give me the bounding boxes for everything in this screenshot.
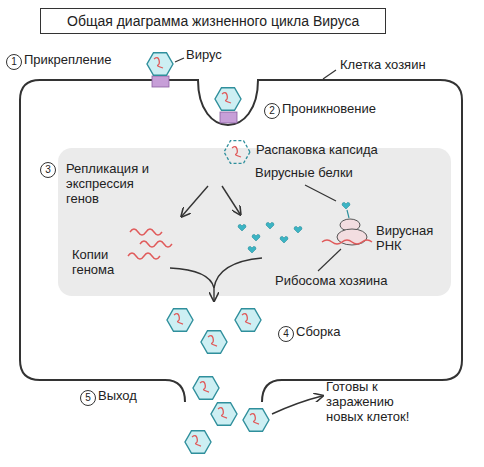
step-label: Прикрепление xyxy=(24,53,112,68)
step-label: Выход xyxy=(98,389,137,404)
callout-number: 5 xyxy=(80,390,96,406)
uncoated-capsid xyxy=(224,141,250,164)
step-text: Репликация и экспрессия генов xyxy=(66,162,166,207)
virus xyxy=(211,403,237,426)
leader-line xyxy=(318,249,341,271)
arrow xyxy=(213,286,214,300)
virus xyxy=(235,309,261,332)
part-label: Вирус xyxy=(186,48,222,63)
viral-proteins xyxy=(238,202,350,253)
part-label: Клетка хозяин xyxy=(340,58,426,73)
virus xyxy=(167,309,193,332)
virus xyxy=(193,377,219,400)
part-label: Копии генома xyxy=(72,248,134,278)
host-cell-membrane xyxy=(20,80,462,402)
receptor xyxy=(220,112,237,123)
leader-line xyxy=(175,58,184,62)
cytoplasm-band xyxy=(58,148,451,296)
receptor xyxy=(152,76,169,87)
callout-number: 1 xyxy=(6,54,22,70)
virus xyxy=(185,431,211,454)
virus xyxy=(201,331,227,354)
title-box: Общая диаграмма жизненного цикла Вируса xyxy=(40,8,386,34)
step-label: Сборка xyxy=(296,325,341,340)
genome-copies xyxy=(128,229,172,259)
merge-lines xyxy=(170,258,262,288)
arrow xyxy=(222,186,240,214)
nascent-chain xyxy=(347,210,349,218)
viral-rna xyxy=(322,240,372,244)
callout-number: 4 xyxy=(278,326,294,342)
arrow xyxy=(182,186,208,216)
leader-line xyxy=(305,185,336,201)
callout-number: 2 xyxy=(264,103,280,119)
virus xyxy=(243,409,269,432)
part-label: Рибосома хозяина xyxy=(275,274,387,289)
note: Готовы к заражению новых клеток! xyxy=(326,380,430,425)
cytoplasm-band: Репликация и экспрессия генов Вирусные бе… xyxy=(58,148,451,296)
leader-line xyxy=(323,70,336,79)
part-label: Вирусные белки xyxy=(255,166,353,181)
part-label: Вирусная РНК xyxy=(376,224,446,254)
virus xyxy=(147,53,173,76)
callout-number: 3 xyxy=(40,162,56,178)
step-label: Проникновение xyxy=(282,102,376,117)
virus xyxy=(215,88,241,111)
arrow xyxy=(272,396,322,414)
step-label: Распаковка капсида xyxy=(256,143,378,158)
